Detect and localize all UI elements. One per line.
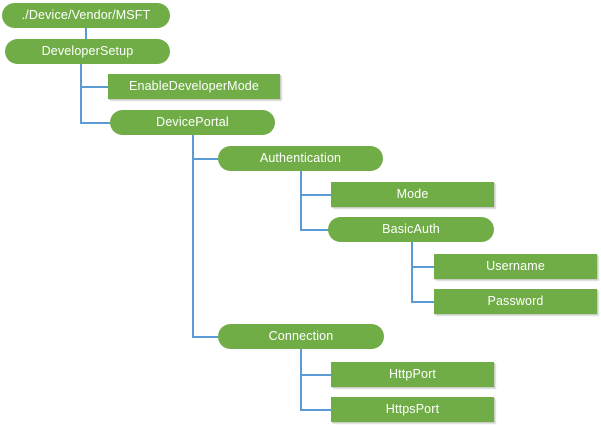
tree-node-label: BasicAuth <box>382 221 440 236</box>
connector-basicauth-to-username <box>411 266 434 268</box>
tree-node-mode[interactable]: Mode <box>331 182 494 207</box>
tree-node-basicauth[interactable]: BasicAuth <box>328 217 494 242</box>
connector-basicauth-trunk <box>411 242 413 302</box>
connector-developersetup-trunk <box>80 64 82 123</box>
connector-connection-trunk <box>300 348 302 409</box>
tree-node-label: ./Device/Vendor/MSFT <box>21 7 151 22</box>
tree-node-label: Mode <box>396 186 429 201</box>
tree-node-root[interactable]: ./Device/Vendor/MSFT <box>2 3 170 28</box>
tree-node-label: Authentication <box>259 150 342 165</box>
tree-node-enabledevelopermode[interactable]: EnableDeveloperMode <box>108 74 280 99</box>
connector-authentication-trunk <box>300 171 302 230</box>
tree-node-label: EnableDeveloperMode <box>128 78 260 93</box>
tree-node-httpport[interactable]: HttpPort <box>331 362 494 387</box>
connector-developersetup-to-deviceportal <box>80 122 110 124</box>
tree-node-label: Username <box>486 258 545 273</box>
tree-node-label: Password <box>487 293 544 308</box>
tree-node-label: HttpPort <box>388 366 437 381</box>
connector-deviceportal-to-authentication <box>192 158 218 160</box>
tree-node-connection[interactable]: Connection <box>218 324 384 349</box>
connector-root-to-developersetup <box>85 28 87 39</box>
connector-developersetup-to-enabledevelopermode <box>80 86 108 88</box>
connector-connection-to-httpport <box>300 374 331 376</box>
tree-node-label: HttpsPort <box>385 401 440 416</box>
tree-node-label: Connection <box>268 328 334 343</box>
connector-authentication-to-basicauth <box>300 229 330 231</box>
tree-node-label: DevicePortal <box>156 114 229 129</box>
tree-node-deviceportal[interactable]: DevicePortal <box>110 110 275 135</box>
tree-node-developersetup[interactable]: DeveloperSetup <box>5 39 170 64</box>
connector-authentication-to-mode <box>300 194 331 196</box>
connector-connection-to-httpsport <box>300 409 331 411</box>
tree-node-httpsport[interactable]: HttpsPort <box>331 397 494 422</box>
connector-deviceportal-to-connection <box>192 336 218 338</box>
connector-basicauth-to-password <box>411 301 434 303</box>
tree-node-username[interactable]: Username <box>434 254 597 279</box>
tree-node-label: DeveloperSetup <box>41 43 134 58</box>
tree-node-authentication[interactable]: Authentication <box>218 146 383 171</box>
tree-node-password[interactable]: Password <box>434 289 597 314</box>
connector-deviceportal-trunk <box>192 135 194 337</box>
